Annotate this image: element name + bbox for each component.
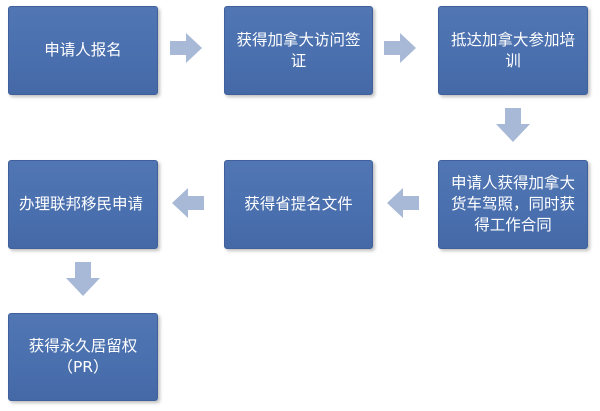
step-register-box: 申请人报名 xyxy=(8,6,158,95)
step-permanent-residence-box: 获得永久居留权 （PR） xyxy=(8,313,158,401)
step-arrive-training-label: 抵达加拿大参加培训 xyxy=(450,30,575,70)
step-license-contract-box: 申请人获得加拿大货车驾照，同时获得工作合同 xyxy=(438,160,588,249)
left-arrow-icon xyxy=(172,188,204,218)
step-federal-application-box: 办理联邦移民申请 xyxy=(8,160,158,249)
step-permanent-residence-label: 获得永久居留权 xyxy=(28,337,138,355)
step-federal-application-label: 办理联邦移民申请 xyxy=(19,195,144,213)
step-license-contract-label: 申请人获得加拿大货车驾照，同时获得工作合同 xyxy=(450,174,575,234)
down-arrow-icon xyxy=(496,108,530,142)
step-register-label: 申请人报名 xyxy=(44,41,122,59)
left-arrow-icon xyxy=(387,188,419,218)
step-visa-label: 获得加拿大访问签证 xyxy=(236,30,361,70)
step-permanent-residence-sublabel: （PR） xyxy=(57,358,109,376)
step-provincial-nomination-box: 获得省提名文件 xyxy=(224,160,373,249)
down-arrow-icon xyxy=(66,262,100,296)
step-provincial-nomination-label: 获得省提名文件 xyxy=(244,195,353,213)
step-arrive-training-box: 抵达加拿大参加培训 xyxy=(438,6,588,95)
right-arrow-icon xyxy=(170,33,202,63)
step-visa-box: 获得加拿大访问签证 xyxy=(224,6,373,95)
right-arrow-icon xyxy=(384,33,416,63)
